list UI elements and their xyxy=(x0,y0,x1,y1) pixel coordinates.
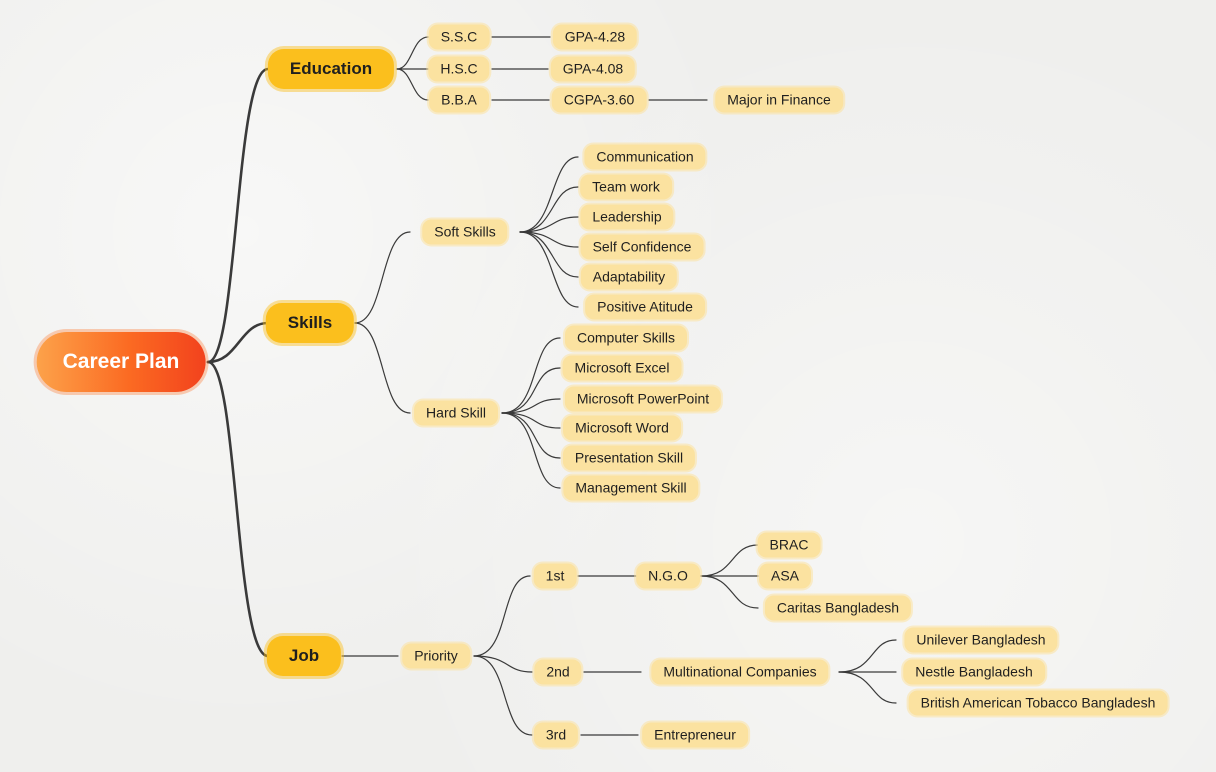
link-soft-communication xyxy=(519,156,579,233)
link-priority-third xyxy=(473,655,533,736)
hard-skill-item[interactable]: Microsoft Excel xyxy=(562,355,682,381)
education-hsc[interactable]: H.S.C xyxy=(428,56,490,82)
job-sector-multinational[interactable]: Multinational Companies xyxy=(651,659,829,685)
link-soft-positive xyxy=(519,231,579,308)
link-root-job xyxy=(206,360,270,658)
job-priority-first[interactable]: 1st xyxy=(533,563,577,589)
job-priority-third[interactable]: 3rd xyxy=(533,722,579,748)
link-hard-presentation xyxy=(501,412,561,459)
job-sector-entrepreneur[interactable]: Entrepreneur xyxy=(642,722,748,748)
link-root-skills xyxy=(206,321,270,364)
mnc-org-item[interactable]: Unilever Bangladesh xyxy=(904,627,1058,653)
link-education-bba xyxy=(396,68,429,101)
link-soft-leadership xyxy=(519,216,579,233)
soft-skill-item[interactable]: Adaptability xyxy=(580,264,678,290)
link-hard-excel xyxy=(501,367,561,414)
job-priority-second[interactable]: 2nd xyxy=(534,659,582,685)
link-mnc-bat xyxy=(838,671,897,704)
link-ngo-caritas xyxy=(700,575,759,609)
soft-skill-item[interactable]: Team work xyxy=(580,174,672,200)
ngo-org-item[interactable]: ASA xyxy=(758,563,812,589)
education-ssc-gpa[interactable]: GPA-4.28 xyxy=(552,24,638,50)
link-mnc-unilever xyxy=(838,639,897,673)
link-skills-hard xyxy=(354,322,411,414)
hard-skill-item[interactable]: Management Skill xyxy=(563,475,699,501)
education-bba-cgpa[interactable]: CGPA-3.60 xyxy=(551,87,647,113)
mnc-org-item[interactable]: British American Tobacco Bangladesh xyxy=(908,690,1168,716)
skills-hard[interactable]: Hard Skill xyxy=(414,400,498,426)
link-hard-computer xyxy=(501,337,561,414)
education-hsc-gpa[interactable]: GPA-4.08 xyxy=(550,56,636,82)
hard-skill-item[interactable]: Microsoft PowerPoint xyxy=(564,386,722,412)
link-education-ssc xyxy=(396,36,429,70)
link-root-education xyxy=(206,67,270,364)
link-priority-second xyxy=(473,655,533,673)
job-priority[interactable]: Priority xyxy=(402,643,470,669)
link-soft-adaptability xyxy=(519,231,579,278)
link-hard-word xyxy=(501,412,561,429)
ngo-org-item[interactable]: Caritas Bangladesh xyxy=(764,595,912,621)
hard-skill-item[interactable]: Presentation Skill xyxy=(562,445,696,471)
branch-skills[interactable]: Skills xyxy=(265,303,355,343)
soft-skill-item[interactable]: Leadership xyxy=(580,204,674,230)
hard-skill-item[interactable]: Computer Skills xyxy=(564,325,688,351)
job-sector-ngo[interactable]: N.G.O xyxy=(636,563,700,589)
link-skills-soft xyxy=(354,231,411,324)
link-priority-first xyxy=(473,575,531,657)
link-soft-selfconfidence xyxy=(519,231,579,248)
link-hard-powerpoint xyxy=(501,398,561,414)
hard-skill-item[interactable]: Microsoft Word xyxy=(563,415,681,441)
education-ssc[interactable]: S.S.C xyxy=(428,24,490,50)
root-node-career-plan[interactable]: Career Plan xyxy=(36,332,206,392)
education-bba-major[interactable]: Major in Finance xyxy=(715,87,843,113)
soft-skill-item[interactable]: Positive Atitude xyxy=(585,294,705,320)
mnc-org-item[interactable]: Nestle Bangladesh xyxy=(903,659,1045,685)
link-ngo-brac xyxy=(700,544,759,577)
soft-skill-item[interactable]: Self Confidence xyxy=(580,234,704,260)
ngo-org-item[interactable]: BRAC xyxy=(757,532,821,558)
branch-education[interactable]: Education xyxy=(267,49,395,89)
skills-soft[interactable]: Soft Skills xyxy=(422,219,508,245)
soft-skill-item[interactable]: Communication xyxy=(584,144,706,170)
branch-job[interactable]: Job xyxy=(266,636,342,676)
link-soft-teamwork xyxy=(519,186,579,233)
education-bba[interactable]: B.B.A xyxy=(429,87,489,113)
link-hard-management xyxy=(501,412,561,489)
